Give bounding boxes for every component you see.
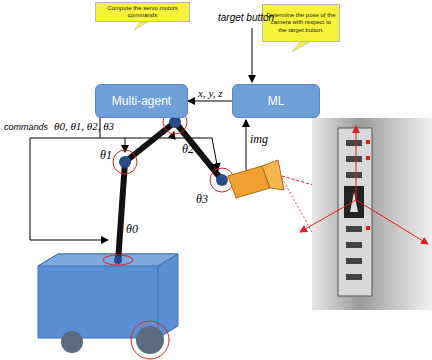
joint-label: θ1 bbox=[100, 148, 112, 163]
image-label: img bbox=[250, 132, 268, 147]
box-text: Determine the pose of the camera with re… bbox=[266, 12, 336, 34]
joint-label: θ3 bbox=[196, 192, 208, 207]
edge-label: x, y, z bbox=[198, 87, 222, 99]
joint-label: θ2 bbox=[182, 142, 194, 157]
signal-label: commands bbox=[4, 122, 48, 132]
note-callout: Determine the pose of the camera with re… bbox=[262, 4, 340, 42]
joint-label: θ0 bbox=[126, 222, 138, 237]
input-label: target button bbox=[218, 12, 274, 23]
box-text: Compute the servo motors commands bbox=[99, 5, 186, 19]
process-box: Multi-agent bbox=[95, 84, 188, 118]
box-text: Multi-agent bbox=[112, 94, 171, 108]
joint-angle-list: θ0, θ1, θ2, θ3 bbox=[54, 120, 114, 132]
process-box: ML bbox=[232, 84, 320, 118]
data-arrow bbox=[188, 101, 232, 102]
note-callout: Compute the servo motors commands bbox=[95, 2, 190, 22]
box-text: ML bbox=[268, 94, 285, 108]
